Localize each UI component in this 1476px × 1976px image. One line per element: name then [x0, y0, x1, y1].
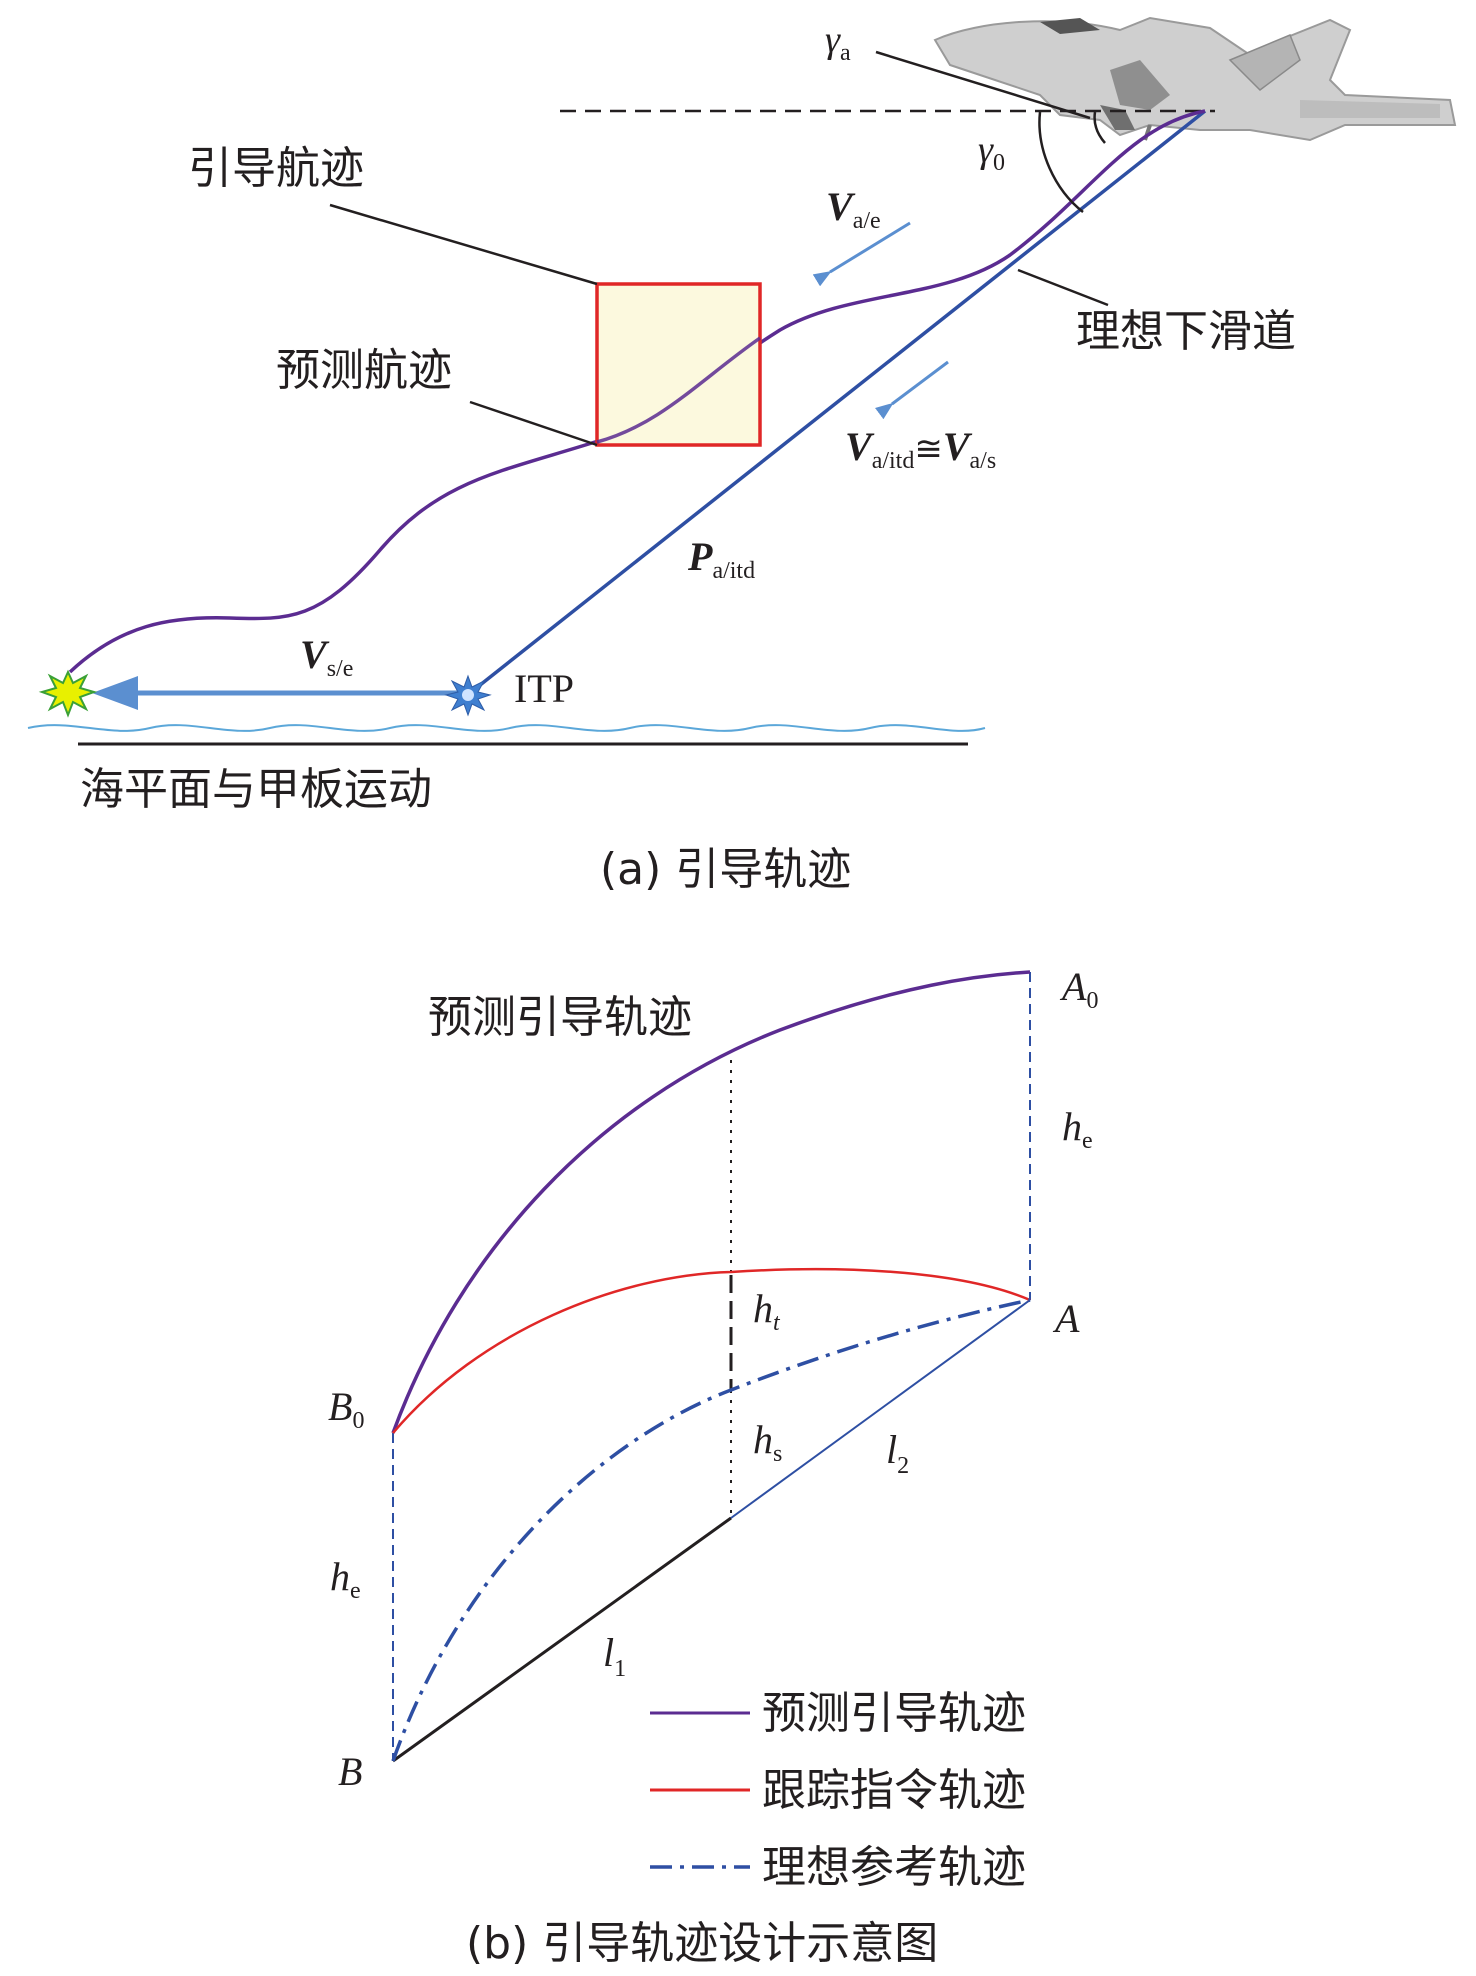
he-left-label: he [330, 1554, 361, 1604]
he-right-label: he [1062, 1104, 1093, 1154]
panel-a-caption: (a) 引导轨迹 [600, 844, 851, 895]
l1-label: l1 [603, 1630, 626, 1682]
point-b0-label: B0 [328, 1384, 364, 1434]
p-aitd-label: Pa/itd [687, 534, 755, 584]
gamma-a-label: γa [825, 19, 851, 66]
legend-label-tracking: 跟踪指令轨迹 [762, 1765, 1026, 1816]
itp-label: ITP [514, 666, 574, 711]
itp-star-icon [444, 674, 492, 717]
panel-b-caption: (b) 引导轨迹设计示意图 [466, 1918, 938, 1969]
sea-deck-motion-label: 海平面与甲板运动 [80, 764, 432, 815]
ideal-reference-curve [391, 1298, 1031, 1762]
sea-wave-line [27, 724, 986, 732]
predicted-track-label: 预测航迹 [276, 345, 452, 396]
point-a0-label: A0 [1059, 964, 1098, 1014]
guidance-window-box [595, 282, 762, 447]
predicted-guidance-label: 预测引导轨迹 [428, 992, 692, 1043]
v-aitd-approx-v-as-label: Va/itd≅Va/s [845, 424, 996, 474]
guidance-track-leader [329, 203, 598, 286]
target-star-icon [38, 669, 98, 718]
legend-label-predicted: 预测引导轨迹 [762, 1688, 1026, 1739]
panel-a: γa γ0 引导航迹 预测航迹 理想下滑道 海平面与甲板运动 Va/e Va/i… [27, 16, 1457, 895]
glide-slope-leader [1017, 268, 1109, 307]
aircraft-icon [933, 16, 1457, 142]
v-se-arrowhead [92, 676, 138, 710]
predicted-guidance-curve [391, 970, 1031, 1434]
legend: 预测引导轨迹 跟踪指令轨迹 理想参考轨迹 [650, 1688, 1026, 1893]
ht-label: ht [753, 1286, 781, 1336]
predicted-track-leader [469, 400, 598, 447]
hs-label: hs [753, 1417, 782, 1467]
l2-label: l2 [886, 1427, 909, 1479]
v-ae-label: Va/e [826, 184, 881, 234]
point-a-label: A [1052, 1296, 1080, 1341]
ideal-glide-slope-label: 理想下滑道 [1076, 306, 1296, 357]
guidance-track-label: 引导航迹 [188, 143, 364, 194]
v-ae-arrow [812, 221, 911, 287]
v-aitd-arrow [875, 360, 949, 420]
gamma-a-leader [875, 50, 1091, 120]
point-b-label: B [338, 1749, 362, 1794]
ideal-glide-slope-line [468, 109, 1207, 695]
gamma-0-label: γ0 [978, 129, 1005, 176]
v-se-label: Vs/e [300, 632, 353, 682]
predicted-track-segment-in-box [596, 336, 762, 444]
l2-segment [730, 1299, 1031, 1519]
gamma-0-arc [1038, 111, 1084, 213]
l1-segment [392, 1516, 732, 1763]
legend-label-ideal: 理想参考轨迹 [762, 1842, 1026, 1893]
panel-b: A0 A B0 B he he ht hs l1 l2 预测引导轨迹 预测引导轨… [328, 964, 1098, 1969]
gamma-a-arc [1093, 111, 1106, 144]
tracking-command-curve [392, 1267, 1031, 1434]
